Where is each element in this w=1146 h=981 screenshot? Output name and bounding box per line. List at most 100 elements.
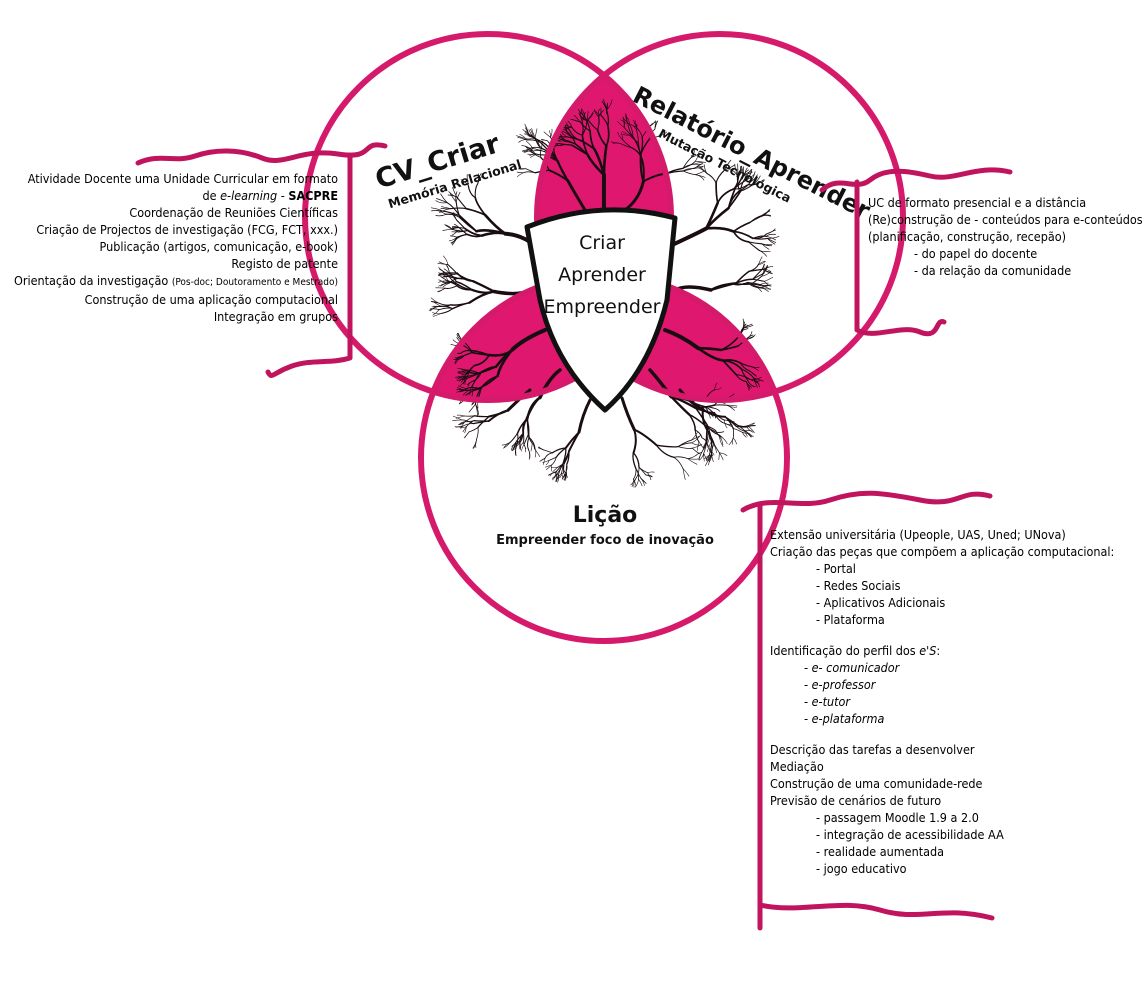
branch-stroke bbox=[638, 478, 643, 487]
branch-stroke bbox=[596, 128, 608, 147]
branch-stroke bbox=[437, 262, 448, 265]
left-line-8: Construção de uma aplicação computaciona… bbox=[84, 292, 338, 307]
left-line-7-pre: Orientação da investigação bbox=[13, 273, 172, 288]
branch-stroke bbox=[715, 431, 725, 433]
branch-stroke bbox=[705, 442, 711, 451]
branch-stroke bbox=[697, 441, 700, 451]
branch-stroke bbox=[525, 168, 536, 174]
branch-stroke bbox=[762, 208, 771, 217]
branch-stroke bbox=[448, 191, 458, 198]
branch-stroke bbox=[442, 228, 453, 231]
branch-stroke bbox=[736, 424, 745, 432]
branch-stroke bbox=[556, 463, 564, 475]
branch-stroke bbox=[633, 478, 636, 486]
branch-stroke bbox=[740, 368, 755, 379]
branch-stroke bbox=[703, 439, 708, 450]
branch-stroke bbox=[522, 129, 530, 137]
branch-stroke bbox=[758, 256, 763, 265]
branch-stroke bbox=[719, 452, 724, 461]
branch-stroke bbox=[534, 128, 538, 138]
right-bottom-line-18: - realidade aumentada bbox=[816, 844, 945, 859]
branch-stroke bbox=[734, 179, 748, 189]
branch-stroke bbox=[586, 111, 589, 122]
branch-stroke bbox=[468, 386, 482, 391]
branch-stroke bbox=[695, 170, 705, 175]
right-bottom-line-5: - Aplicativos Adicionais bbox=[816, 595, 946, 610]
branch-stroke bbox=[532, 150, 546, 153]
branch-stroke bbox=[451, 229, 459, 231]
branch-stroke bbox=[458, 385, 467, 389]
branch-stroke bbox=[740, 177, 746, 192]
branch-stroke bbox=[625, 116, 630, 125]
branch-stroke bbox=[694, 163, 702, 169]
branch-stroke bbox=[437, 304, 452, 307]
branch-stroke bbox=[682, 168, 696, 172]
branch-stroke bbox=[705, 428, 708, 444]
branch-stroke bbox=[715, 182, 719, 204]
branch-stroke bbox=[695, 174, 706, 178]
branch-stroke bbox=[474, 196, 487, 216]
branch-stroke bbox=[697, 346, 723, 352]
branch-stroke bbox=[476, 427, 479, 441]
branch-stroke bbox=[748, 241, 763, 245]
branch-stroke bbox=[759, 282, 769, 285]
left-panel: Atividade Docente uma Unidade Curricular… bbox=[14, 170, 338, 325]
branch-stroke bbox=[703, 439, 708, 448]
branch-stroke bbox=[525, 149, 534, 152]
branch-stroke bbox=[456, 233, 468, 239]
branch-stroke bbox=[695, 160, 707, 163]
right-top-line-4: - do papel do docente bbox=[914, 246, 1038, 261]
right-bottom-line-19: - jogo educativo bbox=[816, 861, 907, 876]
branch-stroke bbox=[724, 164, 736, 171]
branch-stroke bbox=[622, 116, 630, 125]
branch-stroke bbox=[753, 377, 758, 388]
branch-stroke bbox=[565, 463, 568, 473]
branch-stroke bbox=[673, 456, 689, 460]
branch-stroke bbox=[747, 282, 758, 288]
right-top-line-3: (planificação, construção, recepão) bbox=[868, 229, 1067, 244]
branch-stroke bbox=[527, 436, 530, 451]
branch-stroke bbox=[564, 124, 568, 135]
branch-stroke bbox=[753, 175, 761, 185]
left-line-3: Coordenação de Reuniões Científicas bbox=[129, 205, 338, 220]
branch-stroke bbox=[732, 438, 737, 445]
branch-stroke bbox=[761, 287, 771, 290]
branch-stroke bbox=[718, 452, 720, 460]
branch-stroke bbox=[752, 235, 767, 239]
branch-stroke bbox=[538, 447, 545, 451]
branch-stroke bbox=[694, 429, 703, 439]
branch-stroke bbox=[746, 335, 755, 340]
branch-stroke bbox=[517, 137, 527, 141]
branch-stroke bbox=[735, 425, 748, 428]
overlap-bc bbox=[537, 275, 787, 400]
branch-stroke bbox=[619, 143, 632, 149]
branch-stroke bbox=[577, 398, 592, 434]
branch-stroke bbox=[570, 119, 581, 123]
branch-stroke bbox=[704, 206, 730, 230]
branch-stroke bbox=[703, 453, 705, 462]
branch-stroke bbox=[515, 432, 524, 443]
branch-stroke bbox=[756, 287, 762, 293]
branch-stroke bbox=[606, 109, 609, 127]
branch-stroke bbox=[735, 374, 751, 381]
branch-stroke bbox=[525, 396, 542, 420]
branch-stroke bbox=[467, 184, 476, 199]
branch-stroke bbox=[550, 128, 553, 138]
branch-stroke bbox=[472, 420, 490, 425]
branch-stroke bbox=[442, 282, 450, 288]
branch-stroke bbox=[610, 141, 621, 144]
branch-stroke bbox=[691, 436, 700, 444]
branch-stroke bbox=[722, 422, 732, 427]
branch-stroke bbox=[632, 428, 637, 454]
left-line-2-bold: SACPRE bbox=[288, 188, 338, 203]
branch-stroke bbox=[452, 415, 462, 421]
branch-stroke bbox=[753, 377, 764, 382]
branch-stroke bbox=[711, 454, 714, 462]
branch-stroke bbox=[516, 135, 528, 140]
branch-stroke bbox=[706, 437, 710, 448]
branch-stroke bbox=[457, 367, 467, 371]
branch-stroke bbox=[456, 196, 467, 210]
circle-bottom-subtitle: Empreender foco de inovação bbox=[496, 533, 714, 548]
branch-stroke bbox=[577, 109, 586, 119]
branch-stroke bbox=[703, 442, 707, 454]
